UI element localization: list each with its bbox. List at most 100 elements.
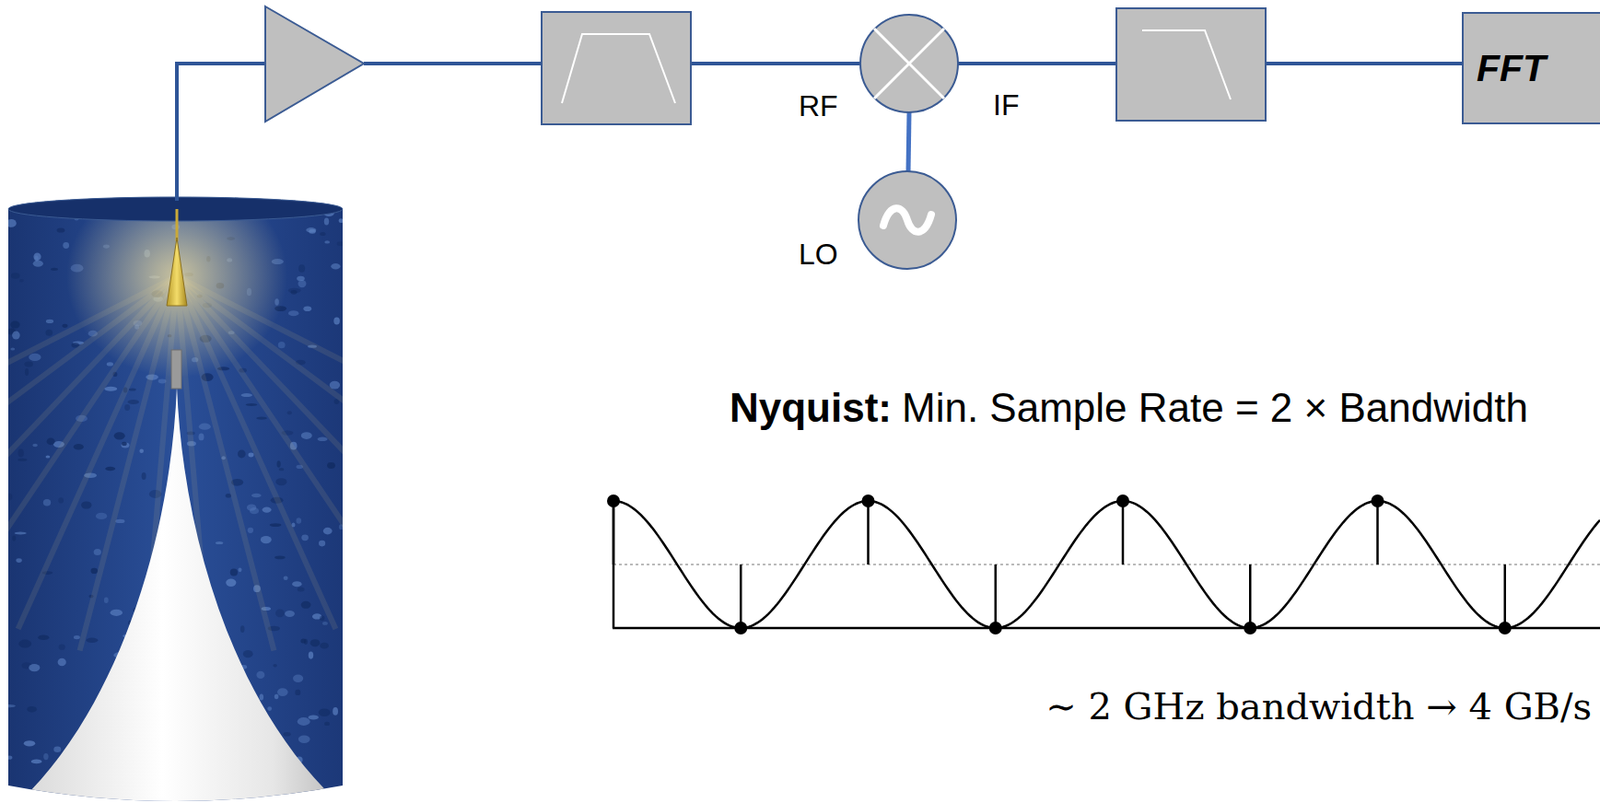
texture-dot [272, 664, 277, 668]
texture-dot [19, 279, 24, 283]
texture-dot [18, 449, 24, 458]
texture-dot [269, 523, 282, 527]
sample-stem [612, 501, 616, 565]
texture-dot [15, 558, 22, 563]
texture-dot [296, 276, 305, 281]
texture-dot [238, 567, 243, 573]
texture-dot [128, 388, 137, 392]
signal-wires [176, 63, 1463, 201]
texture-dot [33, 260, 44, 268]
cavity-body [8, 197, 343, 802]
wire [176, 63, 268, 201]
texture-dot [260, 536, 272, 544]
sample-stem [739, 564, 743, 629]
texture-dot [121, 443, 130, 449]
time-axis [612, 627, 1600, 631]
texture-dot [298, 735, 311, 744]
texture-dot [3, 704, 16, 708]
texture-dot [81, 501, 92, 509]
antenna-probe [166, 237, 187, 306]
texture-dot [26, 706, 37, 713]
texture-dot [332, 707, 339, 716]
texture-dot [53, 747, 61, 754]
texture-dot [62, 324, 69, 328]
texture-dot [297, 587, 305, 593]
texture-dot [58, 644, 66, 651]
texture-dot [17, 458, 27, 462]
texture-dot [319, 616, 325, 621]
texture-dot [215, 541, 223, 545]
sample-dot [1243, 621, 1257, 635]
texture-dot [259, 693, 265, 701]
texture-dot [262, 507, 272, 514]
texture-dot [46, 455, 51, 459]
sample-stem [866, 501, 870, 565]
texture-dot [73, 443, 84, 450]
texture-dot [18, 640, 32, 649]
texture-dot [247, 527, 254, 534]
texture-dot [95, 513, 107, 520]
texture-dot [279, 467, 285, 471]
texture-dot [324, 217, 329, 225]
texture-dot [308, 715, 319, 721]
texture-dot [104, 386, 117, 392]
wire [957, 61, 1117, 66]
texture-dot [319, 642, 329, 650]
texture-dot [322, 621, 328, 626]
sample-stem [1376, 501, 1379, 565]
sample-stem [1121, 501, 1125, 565]
texture-dot [198, 423, 211, 431]
texture-dot [37, 634, 49, 641]
texture-dot [267, 706, 272, 712]
port-label: LO [798, 237, 839, 272]
cavity-illustration [0, 175, 522, 803]
texture-dot [11, 272, 21, 280]
metal-tip [171, 350, 182, 389]
texture-dot [46, 438, 56, 446]
texture-dot [323, 527, 333, 536]
texture-dot [324, 722, 330, 726]
sample-stem [994, 564, 998, 629]
texture-dot [73, 635, 81, 640]
texture-dot [274, 795, 284, 803]
midline [613, 563, 1600, 565]
texture-dot [121, 442, 128, 446]
texture-dot [50, 268, 59, 271]
texture-dot [46, 329, 54, 337]
texture-dot [115, 519, 125, 524]
texture-dot [240, 625, 246, 633]
heading-label: Nyquist: [729, 385, 892, 432]
texture-dot [275, 478, 287, 486]
texture-dot [6, 493, 12, 501]
texture-dot [14, 532, 27, 536]
texture-dot [317, 437, 328, 443]
sample-dot [989, 621, 1003, 635]
texture-dot [28, 353, 41, 362]
texture-dot [278, 341, 286, 349]
horn [20, 386, 338, 802]
texture-dot [46, 319, 54, 324]
texture-dot [324, 240, 330, 244]
probe-wire [175, 209, 179, 242]
texture-dot [277, 460, 281, 468]
texture-dot [327, 462, 336, 469]
texture-dot [251, 493, 262, 498]
texture-dot [139, 449, 144, 454]
texture-dot [284, 610, 295, 618]
texture-dot [23, 362, 34, 368]
texture-dot [91, 568, 99, 574]
texture-dot [93, 548, 102, 556]
texture-dot [305, 227, 316, 233]
lowpass-filter-symbol [1116, 8, 1266, 121]
texture-dot [124, 404, 130, 411]
texture-dot [32, 443, 38, 447]
texture-dot [128, 399, 140, 405]
texture-dot [301, 432, 313, 440]
texture-dot [114, 432, 126, 440]
process-box: FFT [1461, 11, 1600, 125]
texture-dot [288, 310, 299, 316]
texture-dot [141, 472, 147, 480]
texture-dot [298, 264, 305, 273]
texture-dot [241, 393, 254, 398]
texture-dot [301, 601, 312, 609]
